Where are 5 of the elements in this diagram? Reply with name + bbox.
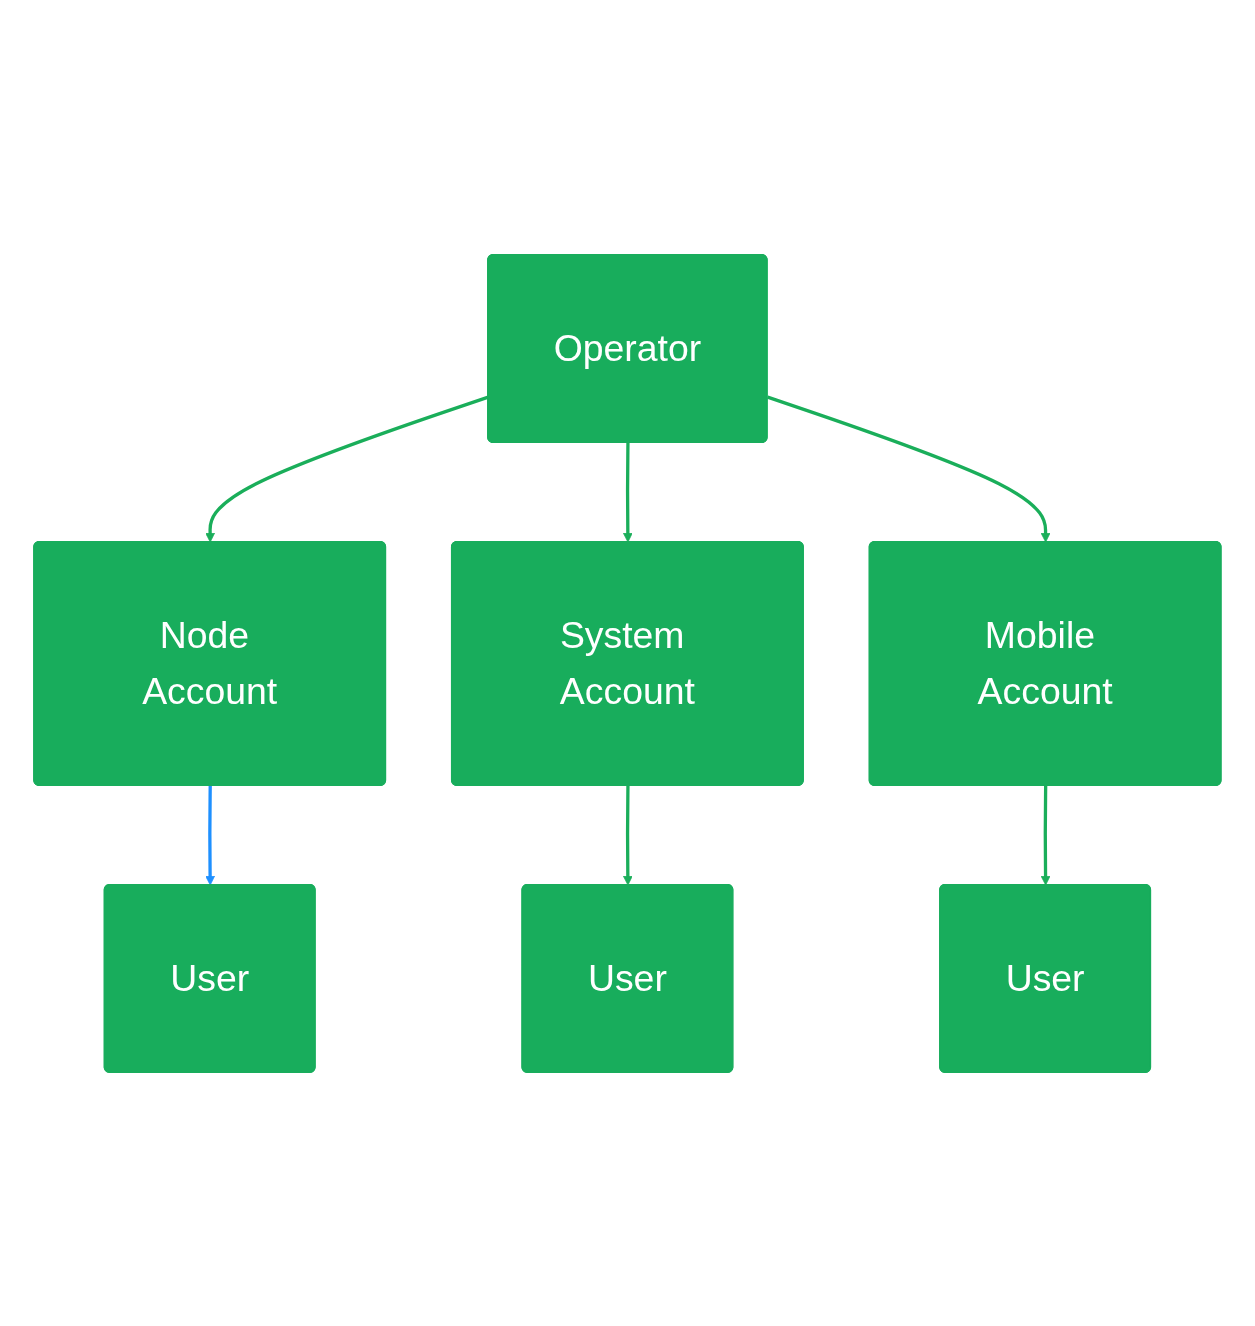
arrow	[205, 785, 216, 885]
arrow	[623, 442, 633, 542]
arrow	[767, 395, 1051, 542]
arrow	[1040, 785, 1051, 885]
arrow	[623, 785, 633, 885]
